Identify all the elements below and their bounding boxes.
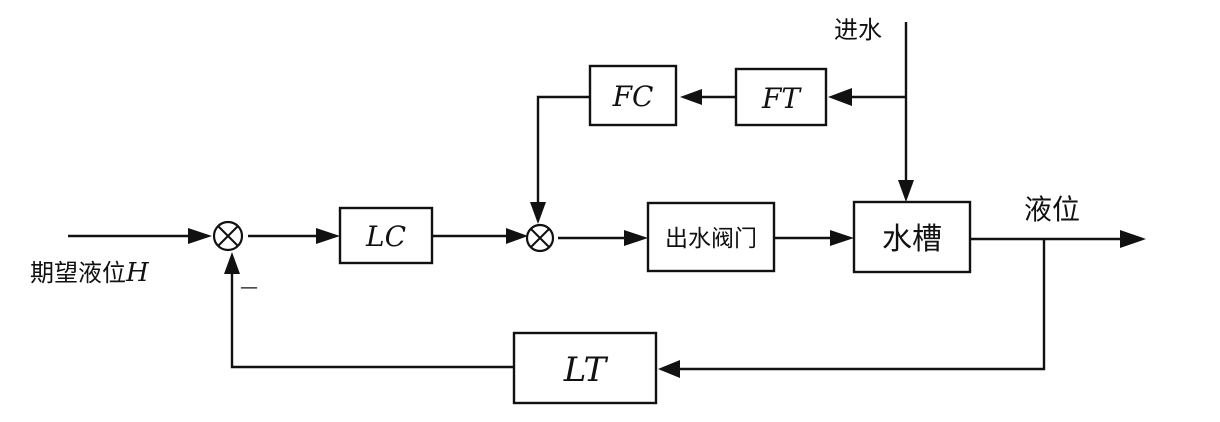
arrowhead-into-sum1 (188, 228, 212, 244)
lt-block: LT (512, 331, 658, 405)
summing-junction-1 (212, 220, 244, 252)
outlet-valve-block: 出水阀门 (646, 201, 776, 273)
water-tank-label: 水槽 (882, 222, 942, 257)
output-to-lt-wire (672, 239, 1046, 371)
lt-to-sum1-wire (230, 268, 514, 369)
minus-sign: — (240, 277, 258, 298)
arrowhead-into-ft (828, 88, 852, 106)
fc-block: FC (588, 64, 678, 127)
arrowhead-fc-into-sum2 (530, 202, 546, 224)
output-level-label: 液位 (1024, 193, 1080, 226)
outlet-valve-label: 出水阀门 (665, 226, 757, 252)
arrowhead-into-fc (680, 89, 702, 105)
fc-label: FC (612, 80, 654, 113)
water-tank-block: 水槽 (852, 200, 972, 274)
inflow-label: 进水 (834, 16, 882, 44)
arrowhead-feedback-into-sum1 (224, 252, 240, 274)
ft-label: FT (761, 82, 802, 115)
arrowhead-into-lt (658, 360, 680, 378)
arrowhead-into-lc (316, 228, 340, 244)
arrowhead-into-sum2 (506, 228, 528, 244)
arrowhead-into-valve (624, 230, 648, 246)
arrowhead-inflow-into-tank (898, 180, 914, 202)
arrowhead-output (1120, 230, 1146, 248)
setpoint-label: 期望液位H (30, 258, 150, 288)
arrowhead-into-tank (830, 230, 854, 246)
lt-label: LT (563, 350, 609, 390)
lc-block: LC (338, 206, 434, 265)
setpoint-symbol: H (125, 258, 150, 288)
summing-junction-2 (525, 223, 555, 253)
fc-to-sum2-wire (536, 95, 590, 212)
setpoint-text: 期望液位 (30, 259, 126, 287)
lc-label: LC (365, 220, 406, 253)
ft-block: FT (734, 67, 828, 127)
